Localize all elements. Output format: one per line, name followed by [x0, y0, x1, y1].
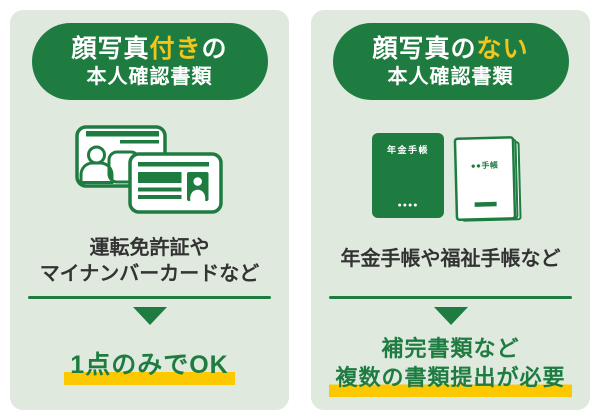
notebook-title: ●●手帳 [471, 160, 499, 171]
header-line1: 顔写真付きの [71, 34, 227, 65]
header-line2: 本人確認書類 [387, 66, 514, 88]
description-text: 運転免許証や マイナンバーカードなど [10, 235, 289, 287]
header-badge-without-photo: 顔写真のない 本人確認書類 [332, 23, 569, 100]
notebook-icon: ●●手帳 [453, 136, 522, 222]
down-arrow-icon [132, 307, 167, 325]
header-badge-with-photo: 顔写真付きの 本人確認書類 [31, 23, 268, 100]
down-arrow-icon [433, 307, 468, 325]
header-post: の [201, 35, 228, 63]
panel-without-photo: 顔写真のない 本人確認書類 年金手帳 ●●●● ●●手帳 年金手帳や福祉手帳など… [311, 10, 590, 410]
description-line1: 年金手帳や福祉手帳など [340, 248, 561, 270]
pension-book-title: 年金手帳 [387, 144, 429, 155]
description-text: 年金手帳や福祉手帳など [311, 246, 590, 272]
header-pre: 顔写真の [372, 35, 477, 63]
description-line1: 運転免許証や [89, 237, 210, 259]
result-text: 補完書類など 複数の書類提出が必要 [311, 334, 590, 397]
result-highlight: 複数の書類提出が必要 [329, 363, 572, 397]
header-line2: 本人確認書類 [86, 66, 213, 88]
pension-books-icon: 年金手帳 ●●●● ●●手帳 [372, 133, 522, 222]
divider [329, 296, 572, 299]
description-line2: マイナンバーカードなど [39, 263, 260, 285]
id-cards-icon [75, 125, 223, 214]
pension-book-dots: ●●●● [398, 202, 419, 209]
header-accent: 付き [149, 35, 202, 63]
divider [28, 296, 271, 299]
header-pre: 顔写真 [71, 35, 150, 63]
result-highlight: 1点のみでOK [64, 350, 235, 385]
result-text: 1点のみでOK [10, 350, 289, 385]
header-accent: ない [476, 35, 529, 63]
panel-with-photo: 顔写真付きの 本人確認書類 運転免許証や マイナンバーカードなど [10, 10, 289, 410]
header-line1: 顔写真のない [372, 34, 528, 65]
pension-book-icon: 年金手帳 ●●●● [372, 133, 444, 218]
result-line2: 複数の書類提出が必要 [311, 363, 590, 397]
id-card-front-icon [128, 152, 223, 214]
result-line1: 補完書類など [381, 336, 520, 361]
